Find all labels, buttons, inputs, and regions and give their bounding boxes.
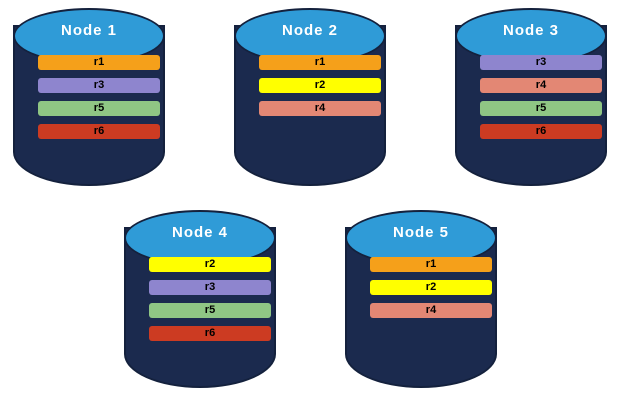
replica-bar[interactable]: r6: [149, 326, 271, 341]
replica-bar[interactable]: r4: [480, 78, 602, 93]
cylinder-top-icon: [13, 8, 165, 64]
replica-bar[interactable]: r2: [149, 257, 271, 272]
cylinder-top-icon: [234, 8, 386, 64]
replica-bar[interactable]: r3: [149, 280, 271, 295]
replica-list: r3 r4 r5 r6: [480, 55, 602, 139]
replica-bar[interactable]: r5: [480, 101, 602, 116]
replica-bar[interactable]: r2: [259, 78, 381, 93]
replica-bar[interactable]: r1: [38, 55, 160, 70]
replica-bar[interactable]: r6: [38, 124, 160, 139]
replica-bar[interactable]: r5: [149, 303, 271, 318]
replica-bar[interactable]: r5: [38, 101, 160, 116]
replica-list: r2 r3 r5 r6: [149, 257, 271, 341]
replica-list: r1 r2 r4: [259, 55, 381, 116]
replica-bar[interactable]: r4: [259, 101, 381, 116]
replica-list: r1 r3 r5 r6: [38, 55, 160, 139]
replica-bar[interactable]: r3: [38, 78, 160, 93]
replica-bar[interactable]: r1: [370, 257, 492, 272]
replica-bar[interactable]: r1: [259, 55, 381, 70]
replica-bar[interactable]: r3: [480, 55, 602, 70]
replica-bar[interactable]: r2: [370, 280, 492, 295]
replica-bar[interactable]: r4: [370, 303, 492, 318]
replica-bar[interactable]: r6: [480, 124, 602, 139]
replica-list: r1 r2 r4: [370, 257, 492, 318]
